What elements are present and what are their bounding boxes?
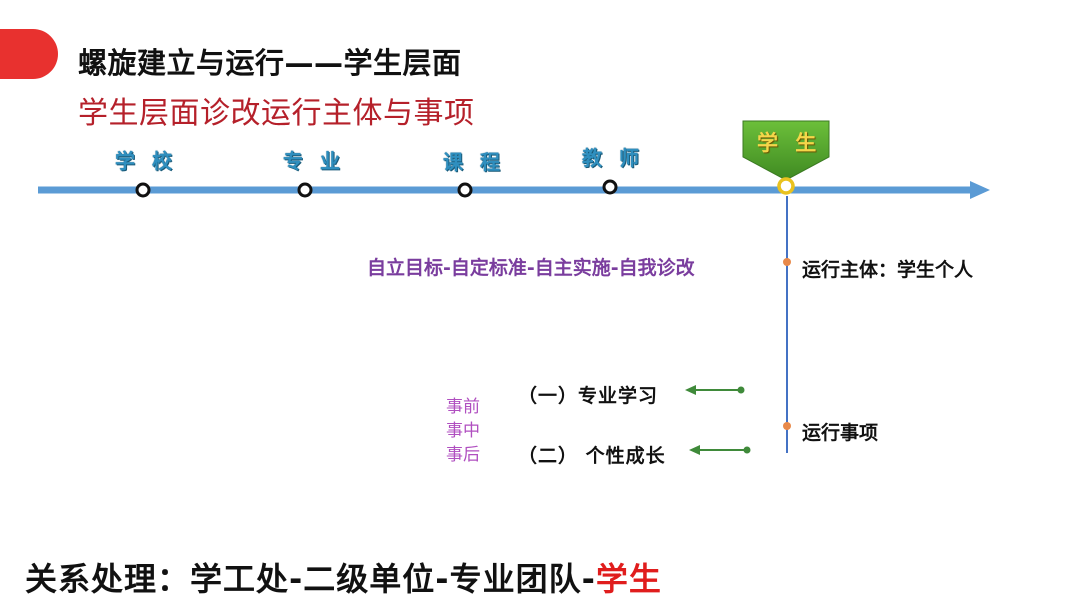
timeline-arrowhead (970, 181, 990, 199)
footer-relationship: 关系处理：学工处-二级单位-专业团队-学生 (25, 554, 662, 600)
stage-course: 课 程 (443, 150, 505, 174)
item1-arrow-tail (737, 386, 745, 394)
matters-text: 运行事项 (802, 422, 879, 444)
item1-arrowhead (685, 385, 696, 395)
subject-dot (783, 258, 791, 266)
page-title: 螺旋建立与运行——学生层面 (78, 46, 462, 80)
subject-text: 运行主体：学生个人 (802, 259, 974, 281)
principle-text: 自立目标-自定标准-自主实施-自我诊改 (367, 257, 695, 279)
footer-highlight: 学生 (595, 560, 662, 598)
stage-major: 专 业 (283, 149, 345, 173)
footer-prefix: 关系处理：学工处-二级单位-专业团队- (25, 560, 596, 598)
node-student (777, 177, 795, 195)
node-major (297, 182, 313, 198)
phase-during: 事中 (446, 421, 480, 441)
stage-school: 学 校 (115, 149, 177, 173)
node-teacher (602, 179, 618, 195)
phase-after: 事后 (446, 445, 480, 465)
item-personal-growth: （二） 个性成长 (518, 445, 666, 467)
red-tab-decoration (0, 29, 58, 79)
student-banner (742, 120, 830, 181)
item2-arrow-tail (743, 446, 751, 454)
item-major-study: （一）专业学习 (518, 385, 659, 407)
page-subtitle: 学生层面诊改运行主体与事项 (78, 96, 475, 131)
stage-teacher: 教 师 (582, 146, 644, 170)
stage-student: 学 生 (757, 131, 822, 155)
matters-dot (783, 422, 791, 430)
node-school (135, 182, 151, 198)
phase-before: 事前 (446, 397, 480, 417)
node-course (457, 182, 473, 198)
item2-arrowhead (689, 445, 700, 455)
